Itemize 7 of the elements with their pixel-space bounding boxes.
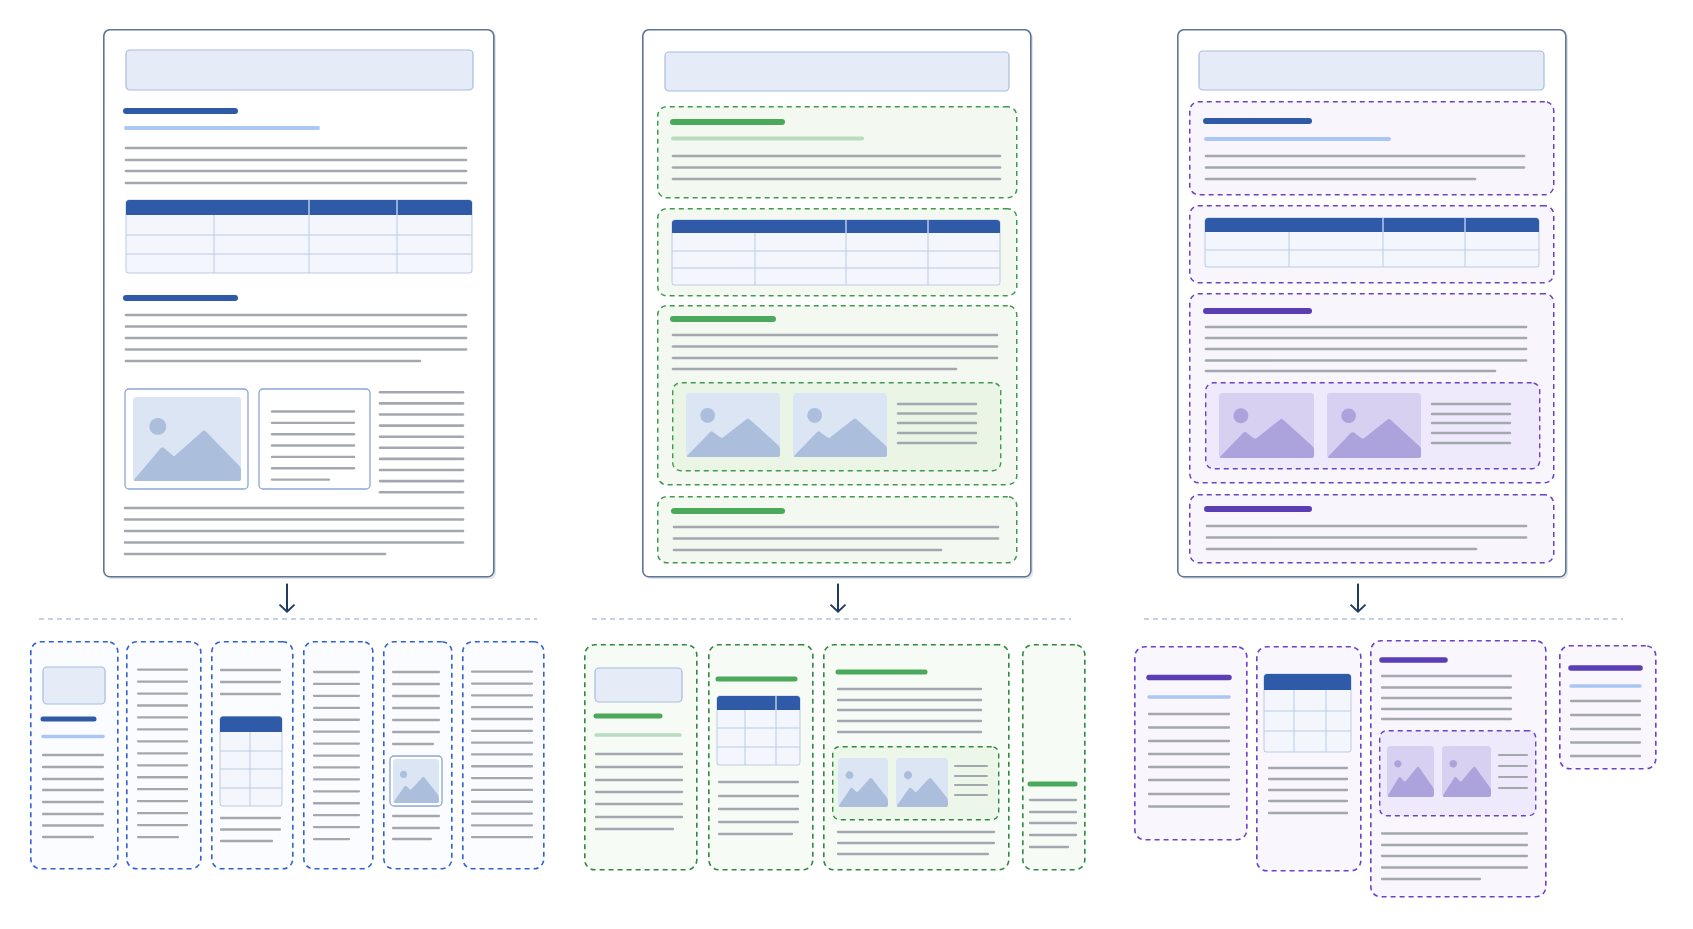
arrow: [278, 582, 296, 613]
chunk-box: [126, 641, 202, 870]
chunk-box: [303, 641, 374, 870]
arrow: [829, 582, 847, 613]
chunk-box: [1134, 646, 1248, 841]
chunk-box: [1022, 644, 1086, 871]
arrow: [1349, 582, 1367, 613]
